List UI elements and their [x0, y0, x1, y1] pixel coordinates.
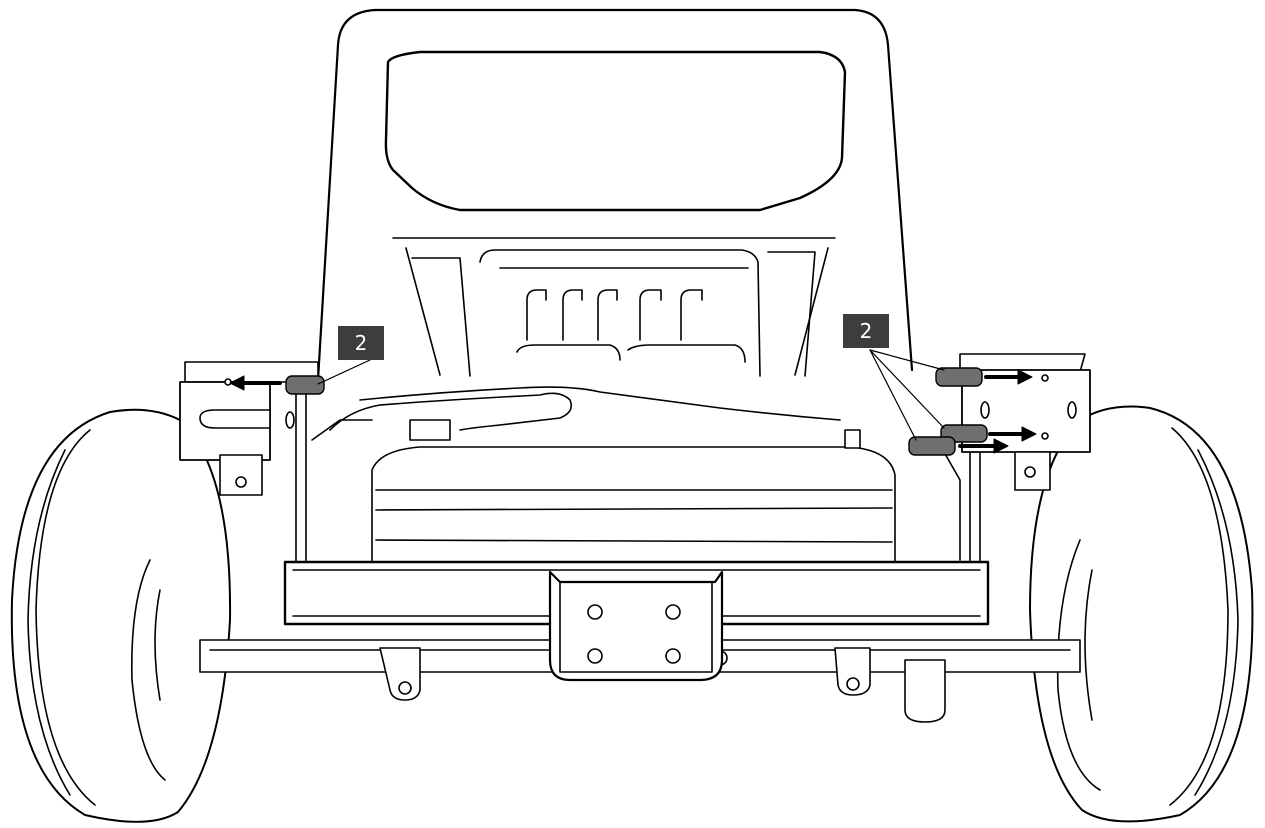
- left-bumper-bracket: [179, 361, 319, 496]
- cab-body: [316, 8, 914, 382]
- spacer-right-lower: [908, 436, 956, 456]
- direction-arrows: [229, 369, 1037, 454]
- spacer-right-upper: [935, 367, 983, 387]
- callout-label-left: 2: [338, 326, 384, 360]
- spare-tire-area: [329, 386, 896, 566]
- left-rear-wheel: [10, 408, 232, 823]
- callout-leaders: [317, 349, 945, 441]
- right-bumper-bracket: [959, 353, 1091, 491]
- spacers: [285, 367, 988, 456]
- spacer-left: [285, 375, 325, 395]
- callout-label-right: 2: [843, 314, 889, 348]
- hitch-receiver-bar: [283, 560, 990, 682]
- right-rear-wheel: [1029, 405, 1254, 823]
